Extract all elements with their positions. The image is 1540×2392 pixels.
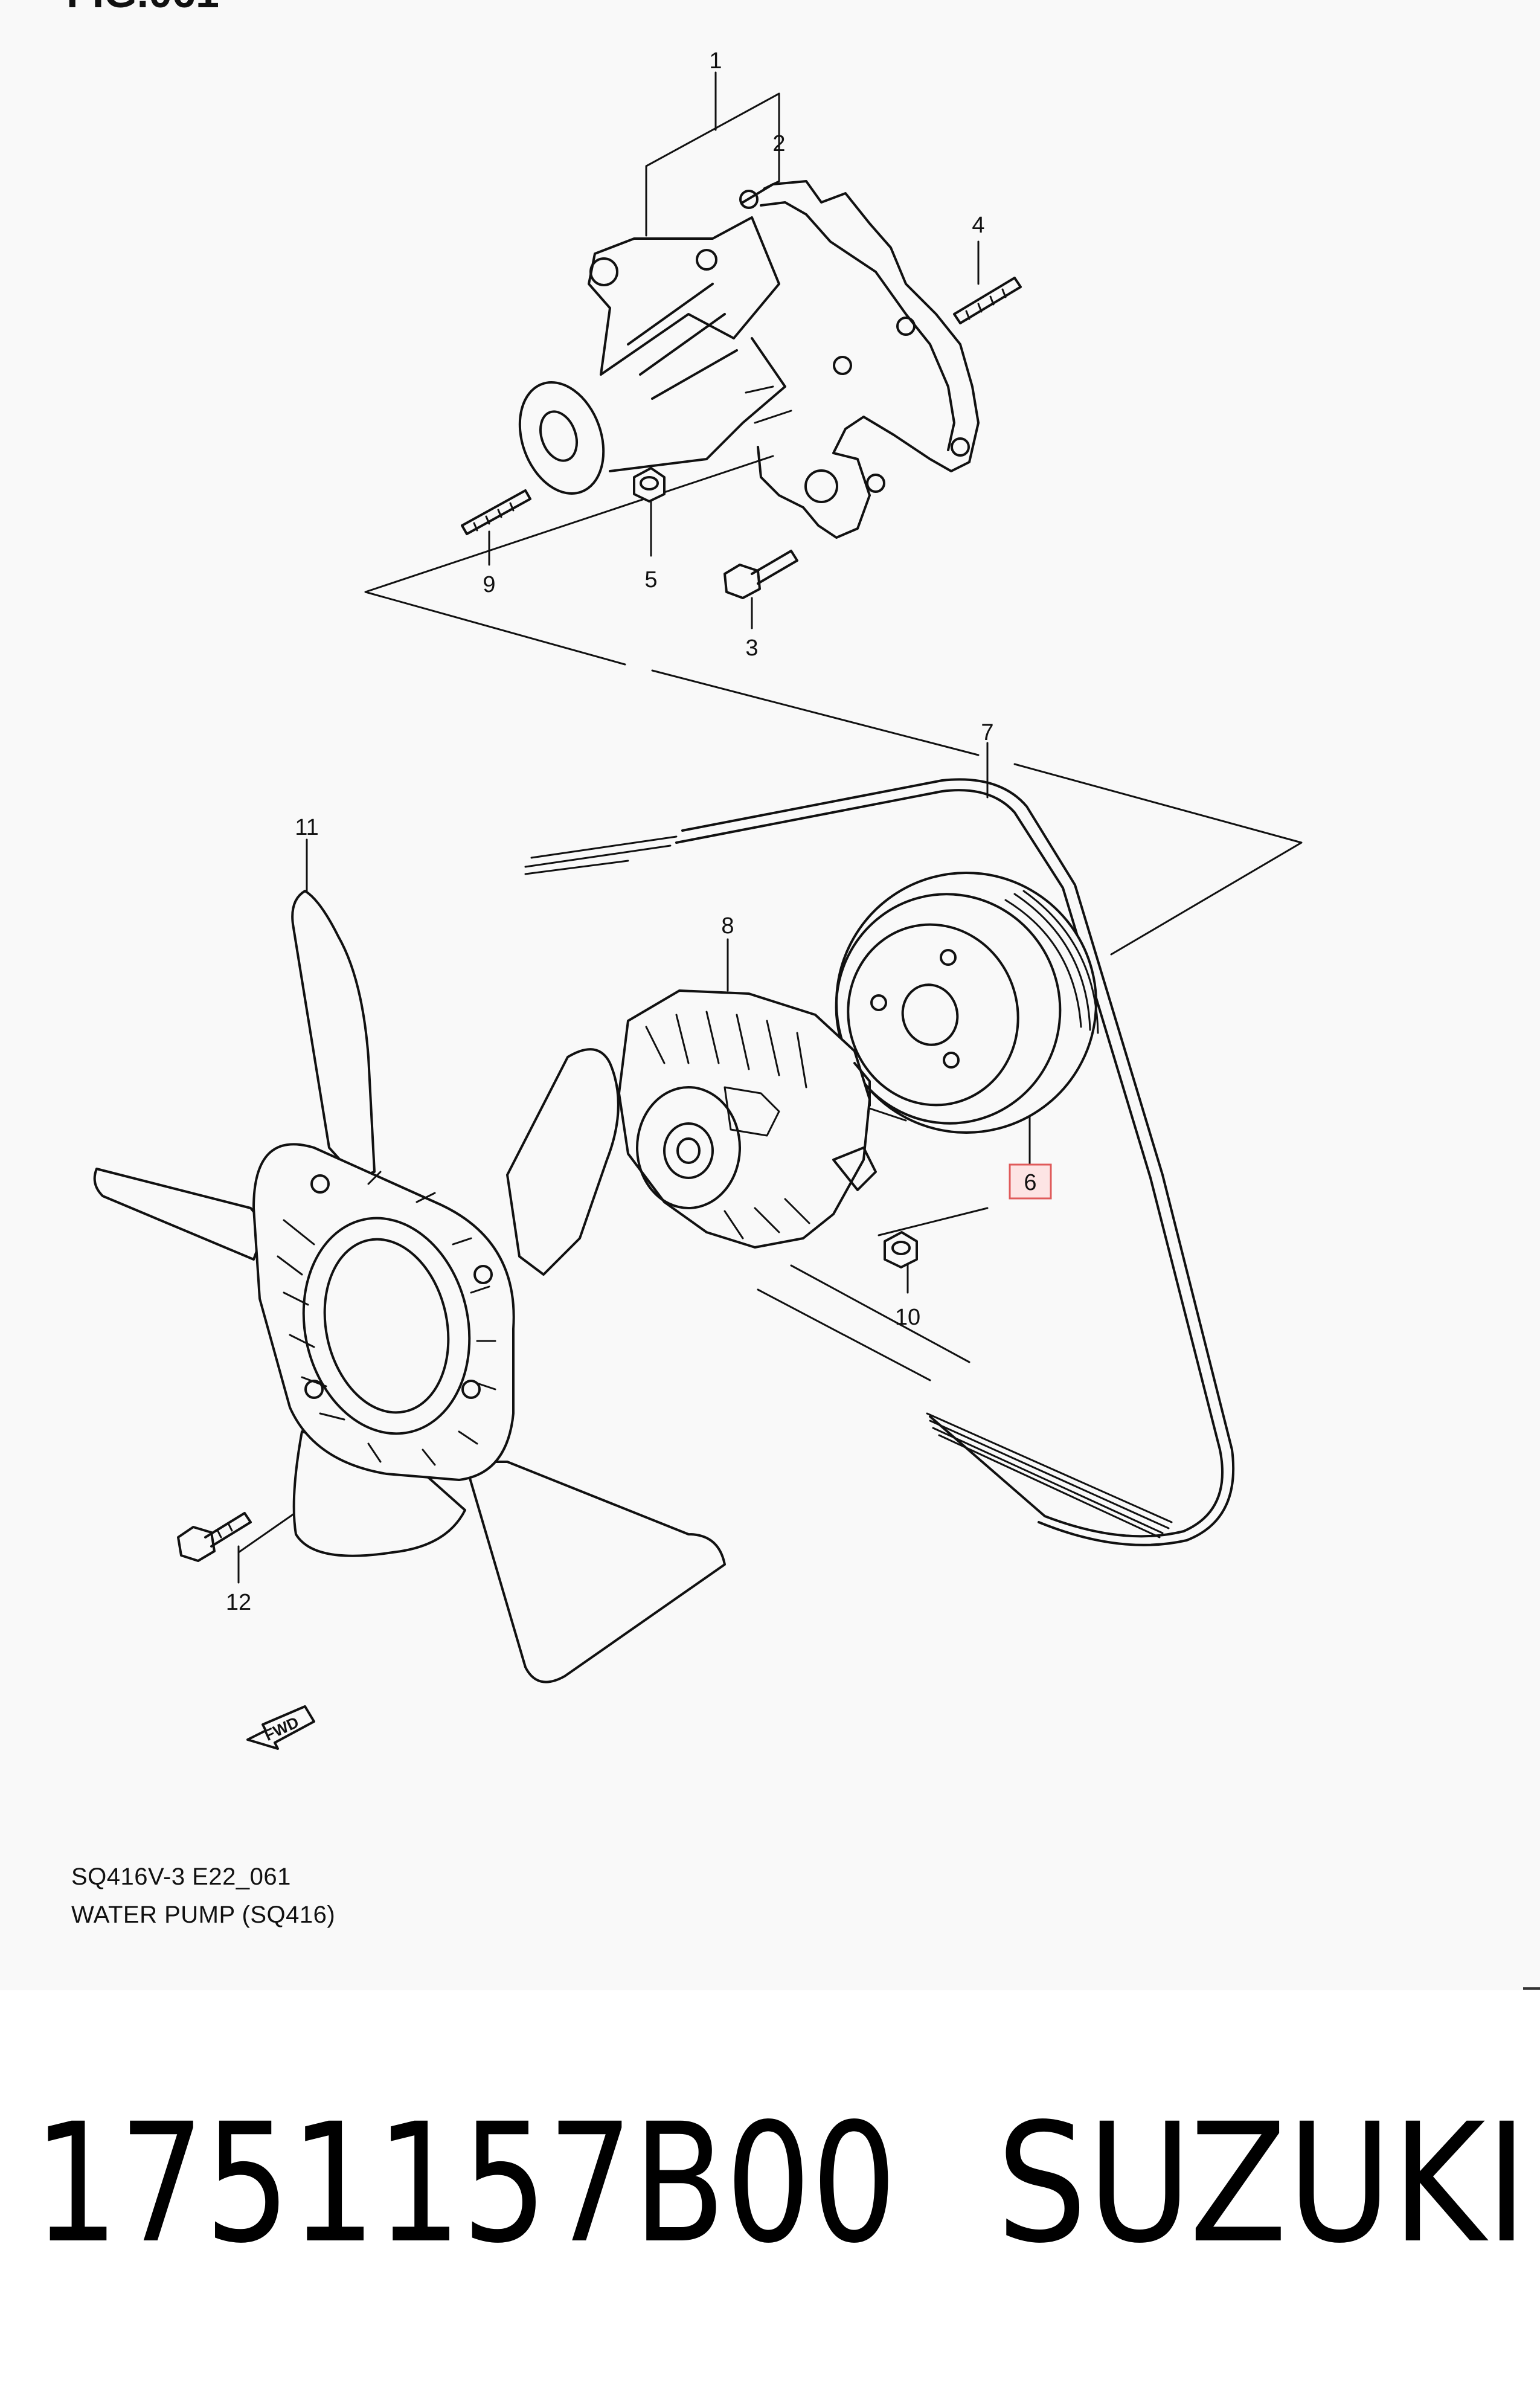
stud-9 xyxy=(461,489,531,535)
bolt-12 xyxy=(177,1512,252,1562)
figure-label: FIG.061 xyxy=(66,0,219,17)
stud-4 xyxy=(953,277,1022,324)
callout-3: 3 xyxy=(745,635,758,661)
callout-6: 6 xyxy=(1024,1170,1036,1195)
pulley xyxy=(835,872,1099,1134)
edge-mark xyxy=(1523,1987,1540,1990)
nut-5 xyxy=(633,467,666,503)
drive-belt xyxy=(524,778,1235,1546)
diagram-code: SQ416V-3 E22_061 xyxy=(71,1863,291,1890)
part-number: 1751157B00 xyxy=(33,2089,897,2280)
diagram-drawing: FWD 1 2 3 4 5 6 7 8 9 10 11 12 xyxy=(93,48,1303,1750)
callout-8: 8 xyxy=(721,913,734,939)
diagram-title: WATER PUMP (SQ416) xyxy=(71,1902,336,1928)
callout-5: 5 xyxy=(644,567,657,593)
cooling-fan xyxy=(93,890,726,1683)
callout-labels: 1 2 3 4 5 6 7 8 9 10 11 12 xyxy=(226,48,1037,1615)
callout-4: 4 xyxy=(972,213,984,238)
nut-10 xyxy=(884,1231,918,1268)
exploded-parts-diagram: FIG.061 xyxy=(66,0,1303,1928)
callout-10: 10 xyxy=(895,1305,920,1330)
callout-9: 9 xyxy=(483,572,495,597)
fan-clutch xyxy=(618,989,877,1249)
callout-12: 12 xyxy=(226,1590,251,1615)
callout-11: 11 xyxy=(295,815,318,840)
callout-6-highlight xyxy=(1009,1163,1052,1200)
callout-2: 2 xyxy=(772,131,785,156)
brand-name: SUZUKI xyxy=(996,2089,1528,2280)
water-pump-housing xyxy=(518,180,980,539)
callout-7: 7 xyxy=(981,720,993,745)
bolt-3 xyxy=(723,550,798,599)
callout-1: 1 xyxy=(709,48,722,74)
fwd-arrow: FWD xyxy=(246,1705,315,1750)
